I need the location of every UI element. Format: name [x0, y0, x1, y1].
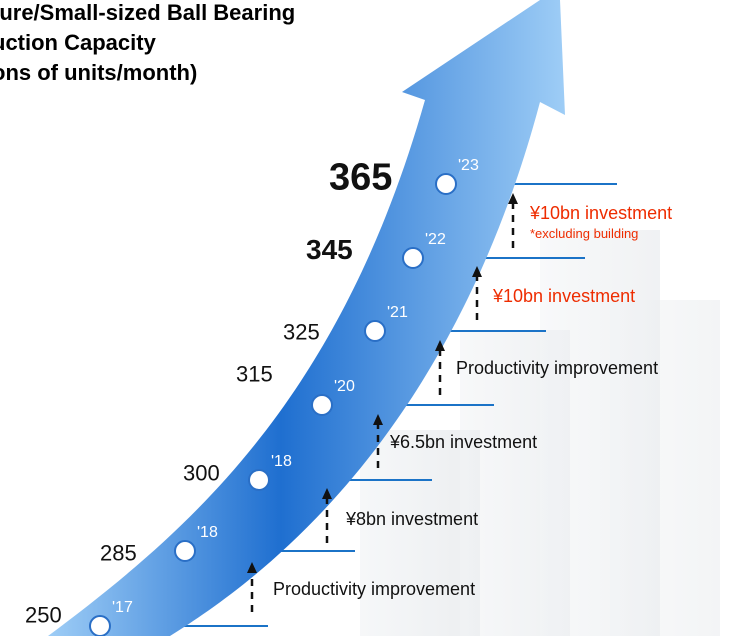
data-point-marker [174, 540, 196, 562]
annotation-arrow-head [508, 193, 518, 204]
data-point-marker [364, 320, 386, 342]
annotation-label: Productivity improvement [273, 579, 475, 599]
title-line-2: uction Capacity [0, 30, 156, 55]
value-label: 285 [100, 541, 137, 566]
annotation-arrow-head [435, 340, 445, 351]
value-label: 315 [236, 362, 273, 387]
year-label: '20 [334, 378, 355, 395]
annotation-arrow-head [373, 414, 383, 425]
data-point-marker [248, 469, 270, 491]
annotations: Productivity improvement ¥8bn investment ¥… [247, 193, 672, 612]
annotation-label: ¥8bn investment [345, 509, 478, 529]
value-label: 345 [306, 234, 353, 265]
annotation-arrow-head [322, 488, 332, 499]
growth-arrow [48, 0, 565, 636]
year-label: '17 [112, 599, 133, 616]
year-label: '18 [271, 453, 292, 470]
year-label: '23 [458, 157, 479, 174]
value-label: 325 [283, 320, 320, 345]
data-point-marker [435, 173, 457, 195]
chart-title: ture/Small-sized Ball Bearing uction Cap… [0, 0, 295, 88]
data-point-marker [402, 247, 424, 269]
title-line-1: ture/Small-sized Ball Bearing [0, 0, 296, 25]
value-label: 250 [25, 603, 62, 628]
year-label: '21 [387, 304, 408, 321]
annotation-label: ¥6.5bn investment [389, 432, 537, 452]
title-line-3: ons of units/month) [0, 60, 198, 85]
value-label: 300 [183, 461, 220, 486]
annotation-label: Productivity improvement [456, 358, 658, 378]
annotation-arrow-head [472, 266, 482, 277]
annotation-arrow-head [247, 562, 257, 573]
annotation-label: ¥10bn investment [492, 286, 635, 306]
background-bars [360, 230, 720, 636]
annotation-label: ¥10bn investment [529, 203, 672, 223]
data-points: '17 250 '18 285 '18 300 '20 315 '21 325 '22 345 '23 3… [25, 156, 479, 636]
data-point-marker [89, 615, 111, 636]
year-label: '18 [197, 524, 218, 541]
annotation-note: *excluding building [530, 226, 638, 241]
year-label: '22 [425, 231, 446, 248]
data-point-marker [311, 394, 333, 416]
value-label: 365 [329, 156, 392, 198]
